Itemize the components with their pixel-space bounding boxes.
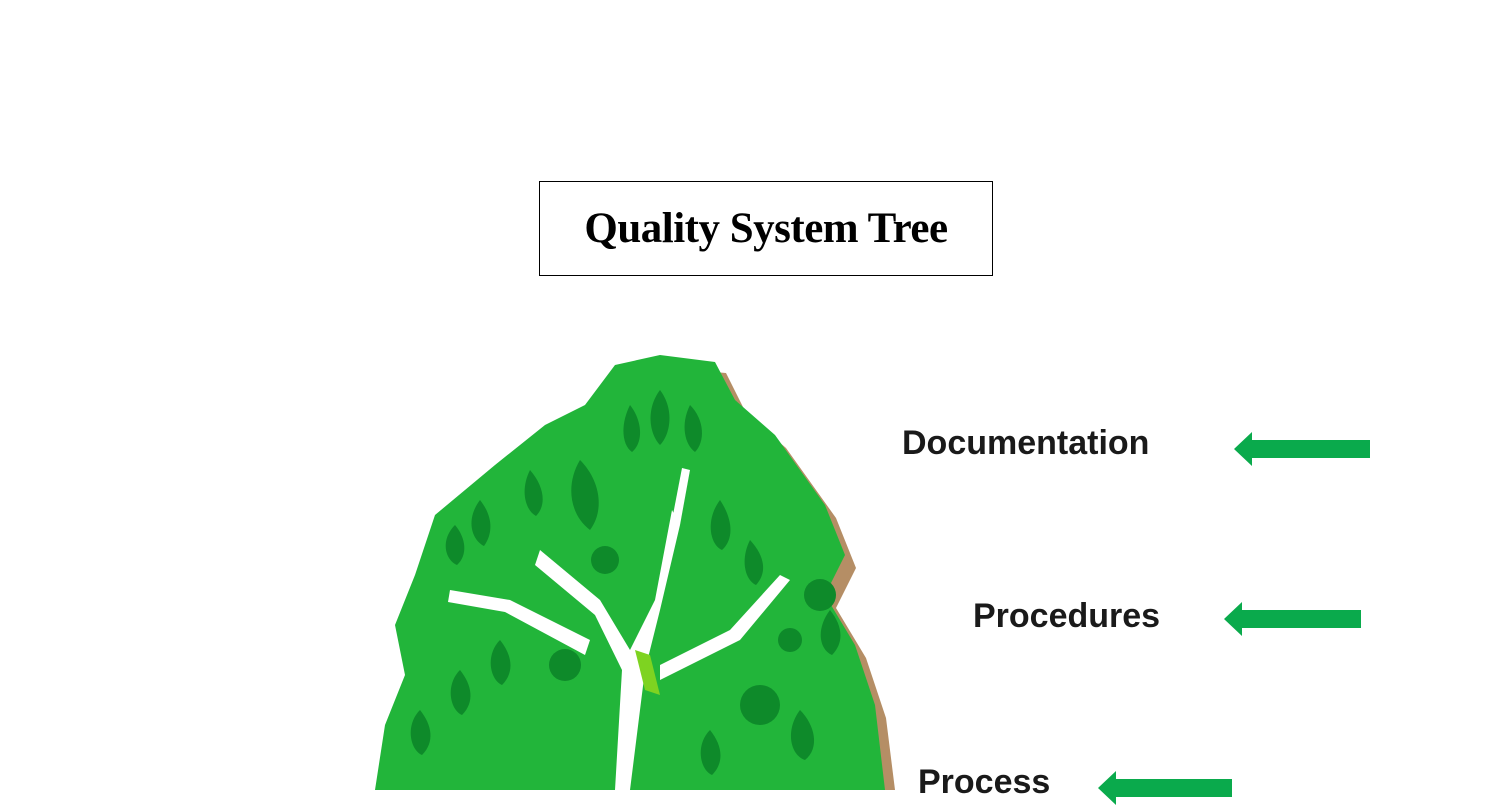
label-process: Process — [918, 763, 1051, 801]
label-documentation: Documentation — [902, 424, 1150, 462]
title-box: Quality System Tree — [539, 181, 993, 276]
page-title: Quality System Tree — [584, 205, 948, 252]
left-arrow-icon — [1224, 602, 1361, 636]
left-arrow-icon — [1234, 432, 1370, 466]
left-arrow-icon — [1098, 771, 1232, 805]
label-procedures: Procedures — [973, 597, 1161, 635]
tree-illustration — [375, 355, 895, 790]
